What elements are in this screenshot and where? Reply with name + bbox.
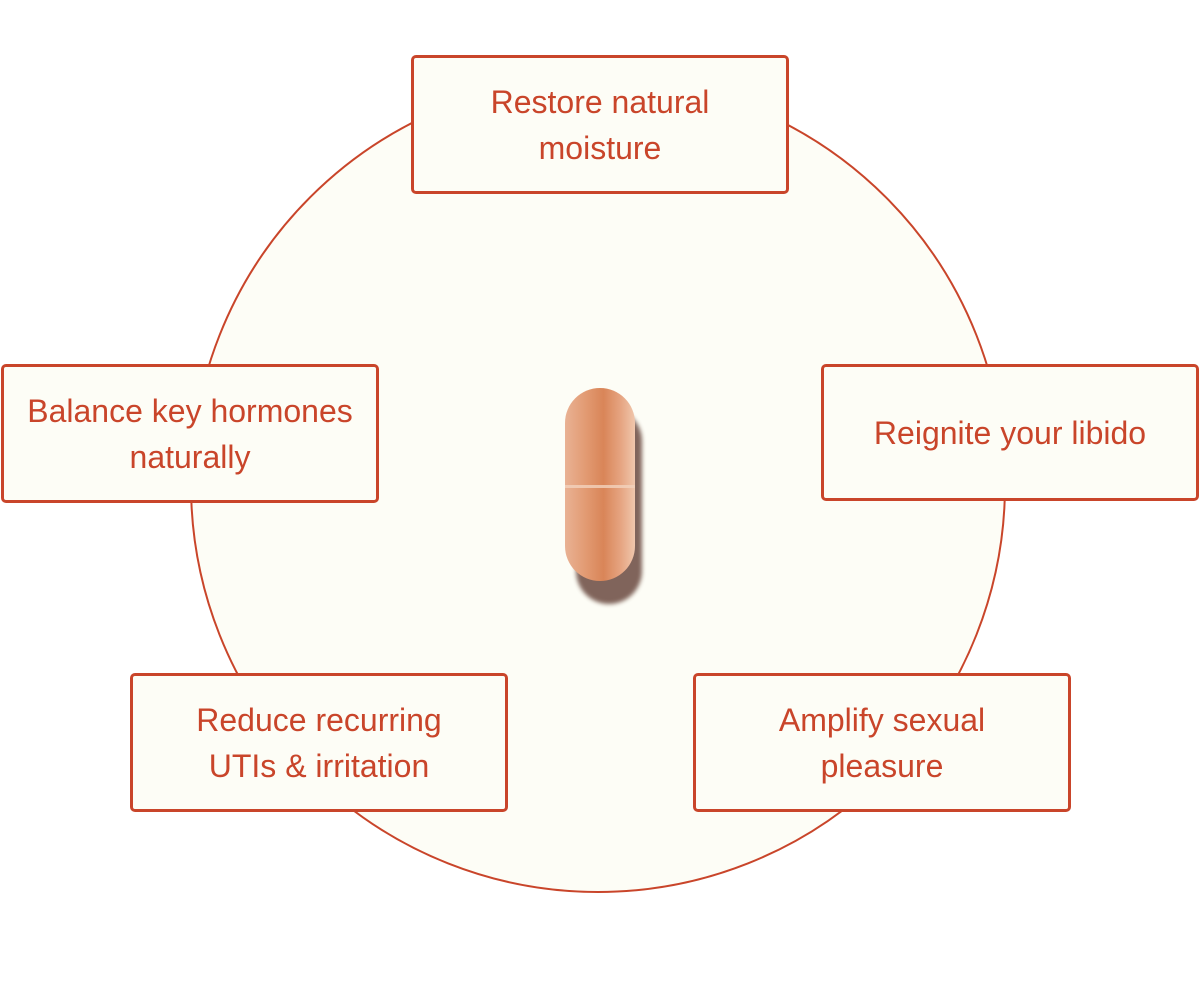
benefit-box-top: Restore natural moisture <box>411 55 789 194</box>
benefit-label: Reduce recurring UTIs & irritation <box>196 701 442 784</box>
benefit-label: Reignite your libido <box>873 414 1147 451</box>
capsule-body <box>565 388 635 581</box>
benefit-label: Restore natural moisture <box>490 83 710 166</box>
capsule-seam <box>565 485 635 488</box>
benefit-box-bottom-right: Amplify sexual pleasure <box>693 673 1071 812</box>
benefit-box-right: Reignite your libido <box>821 364 1199 501</box>
benefit-box-left: Balance key hormones naturally <box>1 364 379 503</box>
benefit-label: Amplify sexual pleasure <box>778 701 986 784</box>
capsule-icon <box>562 386 652 611</box>
benefit-label: Balance key hormones naturally <box>27 392 353 475</box>
benefit-box-bottom-left: Reduce recurring UTIs & irritation <box>130 673 508 812</box>
